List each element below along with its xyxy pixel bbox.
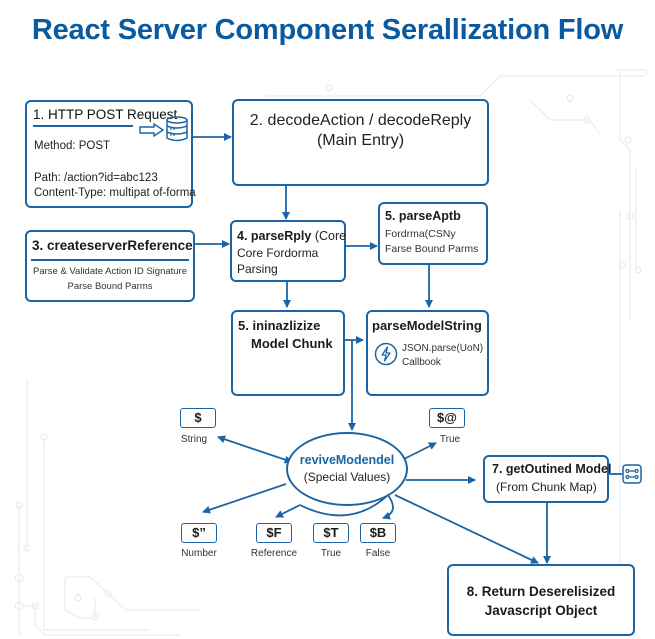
special-value-false-label: False: [365, 548, 391, 559]
chunk-map-icon[interactable]: [622, 464, 642, 489]
node-line2: Parse Bound Parms: [67, 281, 153, 292]
node-line1: Parse & Validate Action ID Signature: [32, 266, 188, 277]
node-title-line1: 7. getOutined Model: [492, 462, 612, 476]
node-heading: 4. parseRply (Core: [237, 229, 346, 243]
node-heading: parseModelString: [372, 318, 482, 333]
node-title-line2: (Main Entry): [316, 132, 405, 149]
node-return-deserialized-object[interactable]: 8. Return Deserelisized Javascript Objec…: [447, 564, 635, 636]
node-line1: Fordrma(CSNy: [385, 228, 456, 240]
node-line1: Core Fordorma: [237, 246, 319, 260]
node-revive-model[interactable]: reviveModendel (Special Values): [286, 432, 408, 506]
special-value-true-tag: $@: [429, 408, 465, 428]
http-path: Path: /action?id=abc123: [34, 172, 158, 184]
node-title-line2: (From Chunk Map): [496, 480, 597, 494]
special-value-string-label: String: [180, 434, 208, 445]
node-http-post-request[interactable]: 1. HTTP POST Request Method: POST Path: …: [25, 100, 196, 208]
node-title-line1: reviveModendel: [299, 453, 395, 467]
node-initialize-model-chunk[interactable]: 5. ininazlizize Model Chunk: [231, 310, 345, 396]
node-title-line2: Model Chunk: [251, 336, 333, 351]
node-heading: 5. parseAptb: [385, 209, 461, 223]
http-method: Method: POST: [34, 140, 111, 152]
node-parse-model-string[interactable]: parseModelString JSON.parse(UoN) Callboo…: [366, 310, 489, 396]
node-line2: Farse Bound Parms: [385, 243, 479, 255]
node-title-line2: (Special Values): [303, 470, 391, 484]
special-value-true-label: True: [439, 434, 461, 445]
special-value-t-label: True: [320, 548, 342, 559]
heading-underline: [33, 125, 133, 127]
special-value-t-tag: $T: [313, 523, 349, 543]
http-content-type: Content-Type: multipat of-forma: [34, 187, 196, 199]
lightning-icon: [374, 342, 398, 371]
special-value-reference-label: Reference: [250, 548, 298, 559]
node-parse-reply[interactable]: 4. parseRply (Core Core Fordorma Parsing: [230, 220, 346, 282]
node-heading: 3. createserverReference: [32, 238, 193, 253]
node-heading-suffix: (Core: [311, 229, 347, 243]
node-line2: Callbook: [402, 357, 441, 368]
node-title-line1: 5. ininazlizize: [238, 318, 321, 333]
arrow-right-icon: [139, 122, 165, 142]
node-get-outlined-model[interactable]: 7. getOutined Model (From Chunk Map): [483, 455, 612, 503]
node-title-line2: Javascript Object: [484, 603, 598, 618]
node-heading: 1. HTTP POST Request: [33, 107, 178, 122]
node-heading-main: 4. parseRply: [237, 229, 312, 243]
special-value-number-label: Number: [181, 548, 217, 559]
node-decode-action[interactable]: 2. decodeAction / decodeReply (Main Entr…: [232, 99, 489, 186]
node-parse-apth[interactable]: 5. parseAptb Fordrma(CSNy Farse Bound Pa…: [378, 202, 488, 265]
node-line2: Parsing: [237, 262, 278, 276]
special-value-string-tag: $: [180, 408, 216, 428]
node-title-line1: 8. Return Deserelisized: [466, 584, 616, 599]
heading-underline: [31, 259, 189, 261]
node-create-server-reference[interactable]: 3. createserverReference Parse & Validat…: [25, 230, 195, 302]
special-value-false-tag: $B: [360, 523, 396, 543]
special-value-number-tag: $”: [181, 523, 217, 543]
database-icon: [165, 116, 189, 147]
node-title-line1: 2. decodeAction / decodeReply: [249, 112, 472, 129]
special-value-reference-tag: $F: [256, 523, 292, 543]
node-line1: JSON.parse(UoN): [402, 343, 484, 354]
page-title: React Server Component Serallization Flo…: [31, 14, 624, 46]
